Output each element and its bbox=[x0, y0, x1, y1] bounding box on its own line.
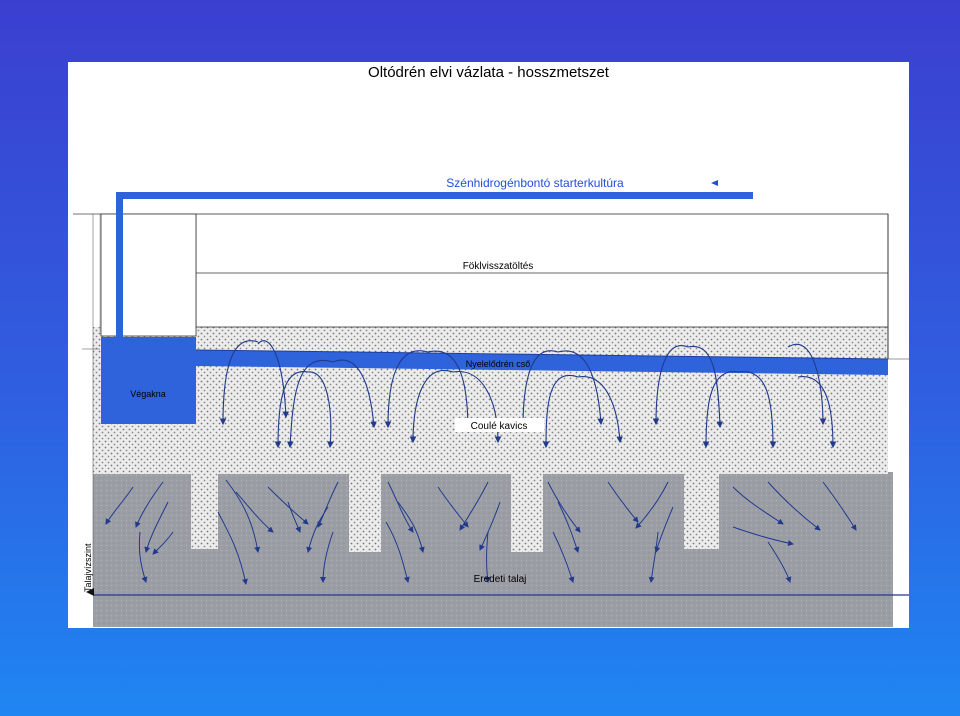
culture-arrow-icon bbox=[711, 180, 718, 186]
feed-pipe-vertical bbox=[116, 194, 123, 337]
soil-flow-arrows bbox=[105, 479, 857, 585]
gravel-column bbox=[191, 472, 218, 549]
gravel-column bbox=[684, 472, 719, 549]
diagram-title: Oltódrén elvi vázlata - hosszmetszet bbox=[368, 64, 609, 81]
shaft-label: Végakna bbox=[130, 389, 166, 399]
gravel-column bbox=[511, 472, 543, 552]
pipe-label: Nyelelődrén cső bbox=[466, 359, 531, 369]
gravel-label: Coulé kavics bbox=[471, 421, 528, 432]
end-shaft bbox=[101, 337, 196, 424]
soil-label: Eredeti talaj bbox=[474, 574, 527, 585]
gravel-label-box bbox=[455, 418, 544, 432]
backfill-label: Föklvisszatöltés bbox=[463, 261, 534, 272]
original-soil-layer bbox=[93, 472, 893, 627]
feed-pipe-horizontal bbox=[116, 192, 753, 199]
groundwater-label: Talajvízszint bbox=[83, 543, 93, 592]
culture-label: Szénhidrogénbontó starterkultúra bbox=[446, 176, 624, 190]
gravel-layer bbox=[93, 327, 888, 474]
drain-pipe bbox=[196, 350, 888, 375]
gravel-column bbox=[349, 472, 381, 552]
drain-cross-section: Szénhidrogénbontó starterkultúra Föklvis… bbox=[73, 176, 909, 627]
diagram-slide: Oltódrén elvi vázlata - hosszmetszet bbox=[68, 62, 909, 628]
backfill-layer bbox=[195, 213, 889, 328]
